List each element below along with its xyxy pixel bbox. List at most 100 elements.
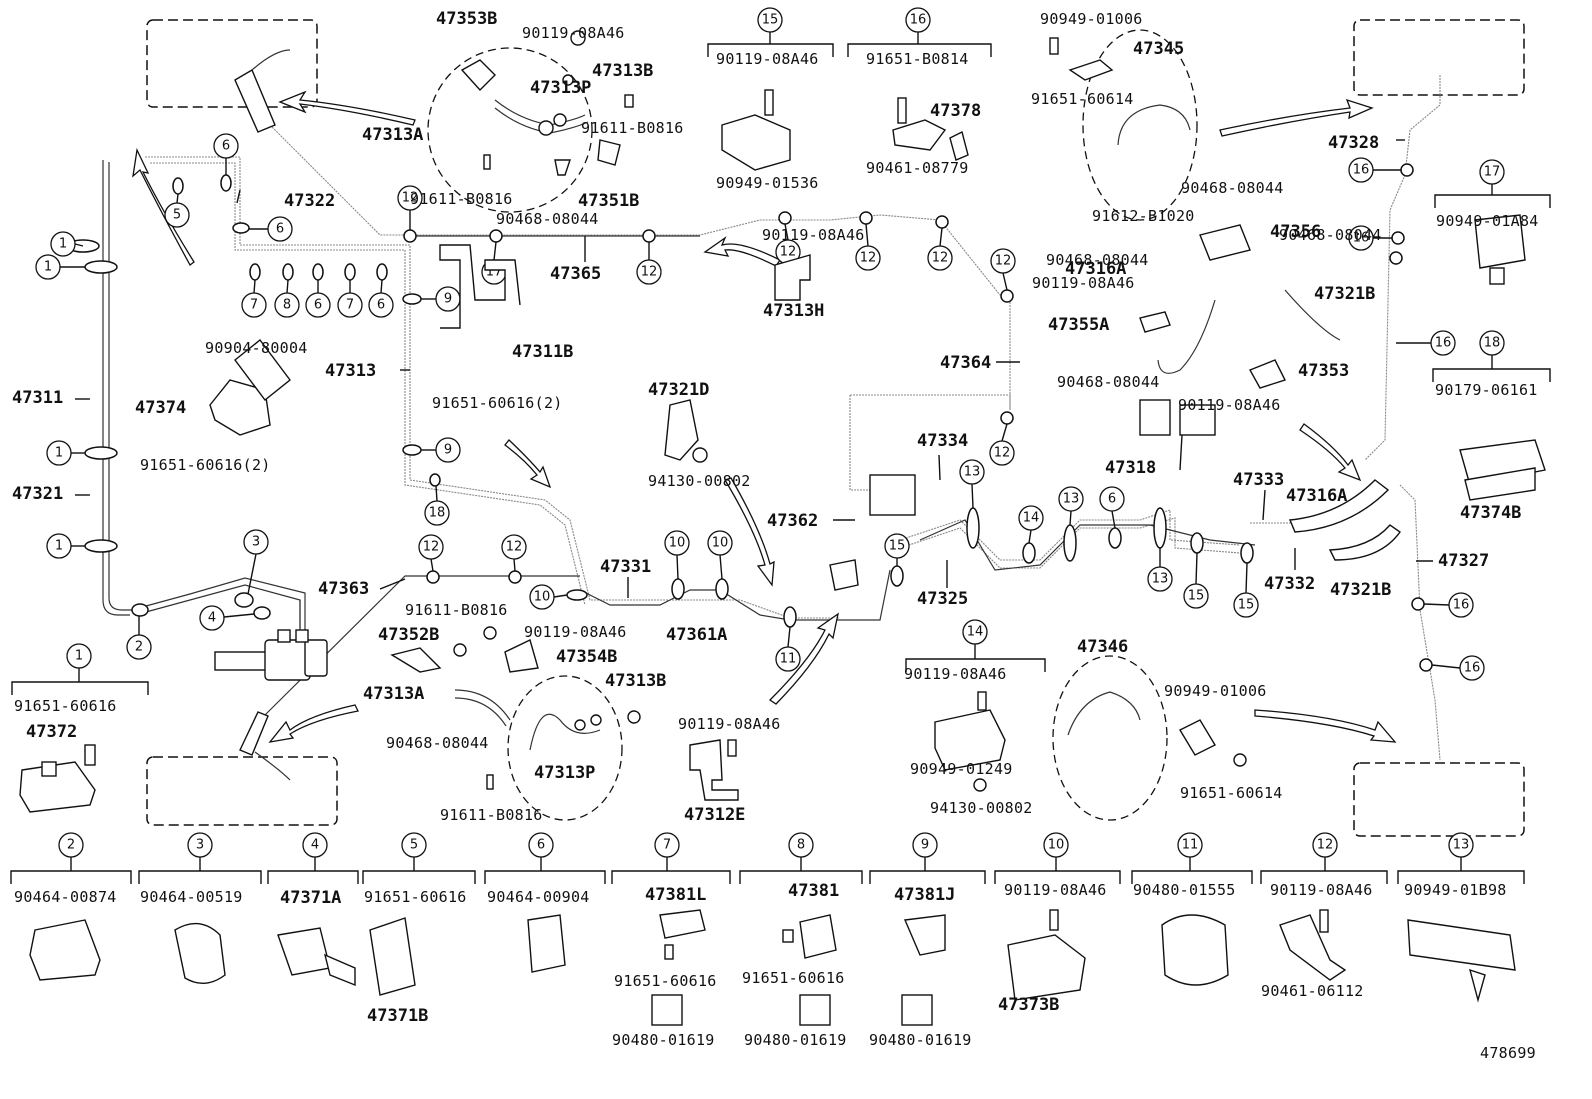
callout-12: 12 [501,534,527,572]
label-91651-60616-2-l: 91651-60616(2) [140,456,271,474]
label-47345: 47345 [1133,39,1184,59]
label-90119-08A46-15: 90119-08A46 [716,50,819,68]
label-91651-60614: 91651-60614 [1031,90,1134,108]
header-15: 15 [707,7,834,57]
svg-text:1: 1 [59,237,67,252]
label-90480-01619-b: 90480-01619 [744,1031,847,1049]
label-91611-B0816: 91611-B0816 [581,119,684,137]
part-labels: 47353B 90119-08A46 47313B 47313P 47313A … [12,9,1538,1062]
label-90464-00874: 90464-00874 [14,888,117,906]
label-47316A-r: 47316A [1286,486,1347,506]
svg-text:5: 5 [410,838,418,853]
callout-15: 15 [1183,552,1209,609]
header-18: 18 [1432,330,1551,382]
front-left-area-box [146,19,318,108]
svg-text:2: 2 [135,640,143,655]
label-47313H: 47313H [763,301,824,321]
callout-12: 12 [855,223,881,271]
callout-3: 3 [243,529,269,595]
label-47362: 47362 [767,511,818,531]
svg-text:16: 16 [1353,231,1370,246]
callout-1: 1 [35,254,85,280]
label-91612-B1020: 91612-B1020 [1092,207,1195,225]
svg-text:8: 8 [283,298,291,313]
callout-1: 1 [46,533,85,559]
callout-12: 12 [418,534,444,572]
label-47313A-rear: 47313A [363,684,424,704]
label-90468-08044-rear: 90468-08044 [386,734,489,752]
callout-10: 10 [529,584,568,610]
svg-text:6: 6 [1108,492,1116,507]
label-47355A: 47355A [1048,315,1109,335]
svg-text:12: 12 [994,446,1011,461]
callout-11: 11 [775,626,801,672]
label-47346: 47346 [1077,637,1128,657]
svg-text:7: 7 [250,298,258,313]
callout-16: 16 [1348,157,1401,183]
callout-5: 5 [164,193,190,228]
label-47353: 47353 [1298,361,1349,381]
label-47321B: 47321B [1314,284,1375,304]
label-47373B: 47373B [998,995,1059,1015]
label-90904-80004: 90904-80004 [205,339,308,357]
rear-right-area-box [1353,762,1525,837]
callout-10: 10 [664,530,690,580]
svg-text:1: 1 [55,446,63,461]
label-90119-08A46-14: 90119-08A46 [904,665,1007,683]
bottom-header-2: 2 [10,832,132,884]
label-47381: 47381 [788,881,839,901]
header-14: 14 [905,619,1046,672]
detail-circle-47346 [1052,655,1168,821]
label-47311B: 47311B [512,342,573,362]
svg-text:14: 14 [1023,511,1040,526]
callout-1: 1 [50,231,84,257]
svg-text:16: 16 [1353,163,1370,178]
header-callouts: 15 16 17 18 14 1 [11,7,1551,695]
svg-text:5: 5 [173,208,181,223]
master-cylinder [214,600,328,681]
callout-15: 15 [884,533,910,566]
callout-13: 13 [959,459,985,509]
svg-text:6: 6 [537,838,545,853]
label-90119-08A46-r2: 90119-08A46 [1178,396,1281,414]
callout-1: 1 [46,440,85,466]
label-47351B: 47351B [578,191,639,211]
svg-text:6: 6 [222,139,230,154]
label-90179-06161: 90179-06161 [1435,381,1538,399]
figure-id: 478699 [1480,1044,1536,1062]
svg-text:15: 15 [1188,589,1205,604]
bottom-header-4: 4 [267,832,359,884]
callout-12: 12 [990,248,1016,291]
svg-text:15: 15 [762,13,779,28]
label-90464-00904: 90464-00904 [487,888,590,906]
label-90119-08A46-12: 90119-08A46 [1270,881,1373,899]
front-left-hose [234,68,276,133]
detail-circle-47345 [1082,29,1198,221]
svg-text:12: 12 [932,251,949,266]
label-90461-06112: 90461-06112 [1261,982,1364,1000]
label-90468-08044-r1: 90468-08044 [1181,179,1284,197]
label-47318: 47318 [1105,458,1156,478]
bottom-header-13: 13 [1397,832,1525,884]
svg-text:2: 2 [67,838,75,853]
label-90119-08A46-10: 90119-08A46 [1004,881,1107,899]
label-90119-08A46-rear2: 90119-08A46 [678,715,781,733]
label-94130-00802: 94130-00802 [648,472,751,490]
label-47332: 47332 [1264,574,1315,594]
label-90119-08A46-mid: 90119-08A46 [762,226,865,244]
callout-16: 16 [1396,330,1456,356]
svg-text:10: 10 [534,590,551,605]
svg-text:11: 11 [780,652,797,667]
label-90468-08044-r4: 90468-08044 [1279,226,1382,244]
label-90949-01006-b: 90949-01006 [1164,682,1267,700]
bottom-header-3: 3 [138,832,262,884]
callout-12: 12 [636,242,662,285]
label-90949-01249: 90949-01249 [910,760,1013,778]
label-91651-60616-c: 91651-60616 [614,972,717,990]
svg-text:4: 4 [311,838,319,853]
callout-12: 12 [989,423,1015,466]
label-90468-08044: 90468-08044 [496,210,599,228]
header-17: 17 [1434,159,1551,208]
label-47361A: 47361A [666,625,727,645]
